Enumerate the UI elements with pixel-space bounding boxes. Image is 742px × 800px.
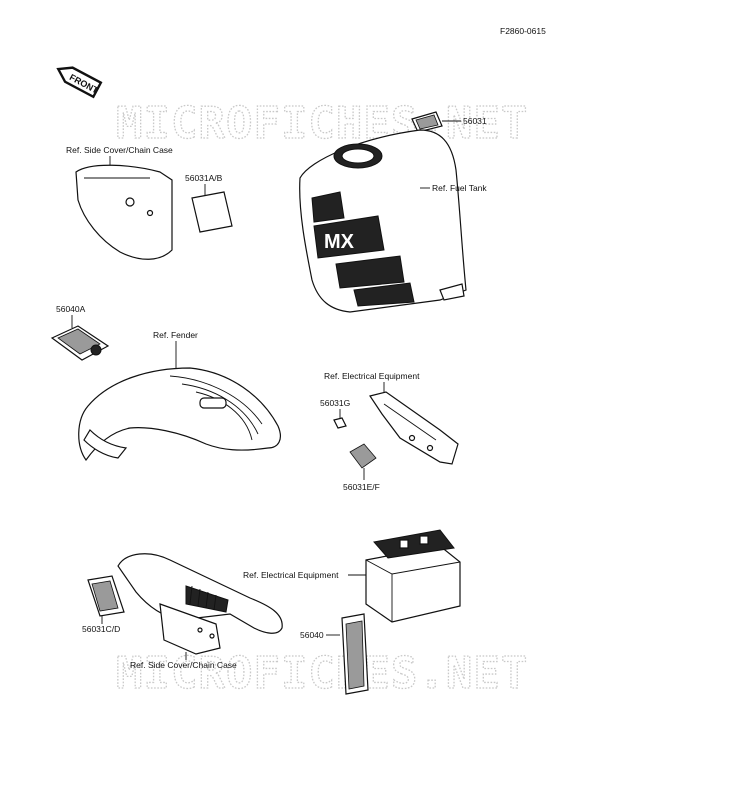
label-56031g: 56031G [320,398,350,408]
chain-case [117,553,283,655]
decal-56031ef [349,443,377,480]
front-arrow-icon: FRONT [56,66,103,99]
watermark-bottom: MICROFICHES.NET [116,648,528,699]
label-ref-fender: Ref. Fender [153,330,198,340]
battery [348,529,461,623]
label-ref-fuel-tank: Ref. Fuel Tank [432,183,487,193]
label-56031: 56031 [463,116,487,126]
decal-56031 [411,111,461,133]
label-56040a: 56040A [56,304,86,314]
label-ref-side-cover-top: Ref. Side Cover/Chain Case [66,145,173,155]
label-ref-electrical-bottom: Ref. Electrical Equipment [243,570,339,580]
decal-56040 [326,613,369,695]
fender [78,341,281,462]
label-ref-electrical-top: Ref. Electrical Equipment [324,371,420,381]
diagram-code: F2860-0615 [500,26,546,36]
fuel-tank: MX [299,129,467,313]
label-56031cd: 56031C/D [82,624,120,634]
watermark-top: MICROFICHES.NET [116,98,528,149]
electrical-bracket [369,382,459,465]
decal-56031ab [191,184,233,233]
side-cover-top [75,156,173,260]
label-56040: 56040 [300,630,324,640]
label-ref-side-cover-bottom: Ref. Side Cover/Chain Case [130,660,237,670]
decal-56031g [333,409,347,429]
label-56031ab: 56031A/B [185,173,223,183]
label-56031ef: 56031E/F [343,482,380,492]
decal-56031cd [87,575,125,624]
decal-56040a [50,315,110,361]
tank-logo: MX [324,231,355,253]
